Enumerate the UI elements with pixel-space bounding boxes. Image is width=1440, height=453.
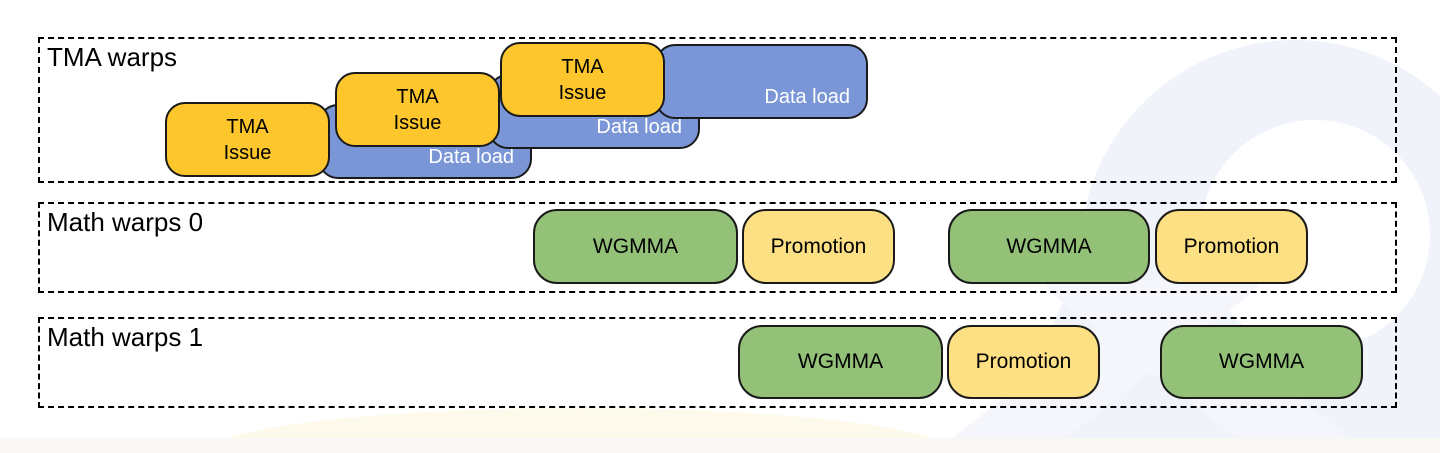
- wgmma-label: WGMMA: [797, 350, 884, 374]
- lane-math-warps-1: Math warps 1: [38, 317, 1397, 408]
- tma-issue-block: TMA Issue: [500, 42, 665, 117]
- lane-math-warps-0: Math warps 0: [38, 202, 1397, 293]
- tma-issue-block: TMA Issue: [165, 102, 330, 177]
- promotion-label: Promotion: [975, 350, 1072, 374]
- lane-label-math-warps-1: Math warps 1: [47, 322, 204, 352]
- wgmma-label: WGMMA: [1006, 234, 1092, 258]
- wgmma-block: WGMMA: [738, 325, 943, 399]
- promotion-label: Promotion: [770, 234, 867, 258]
- wgmma-block: WGMMA: [533, 209, 738, 284]
- data-load-label: Data load: [596, 116, 682, 138]
- promotion-block: Promotion: [742, 209, 895, 284]
- promotion-label: Promotion: [1183, 234, 1280, 258]
- data-load-label: Data load: [428, 146, 514, 168]
- wgmma-label: WGMMA: [1218, 350, 1305, 374]
- promotion-block: Promotion: [947, 325, 1100, 399]
- data-load-label: Data load: [764, 86, 850, 108]
- tma-issue-label: TMA Issue: [223, 115, 272, 164]
- wgmma-label: WGMMA: [592, 234, 679, 258]
- tma-issue-label: TMA Issue: [393, 85, 442, 134]
- promotion-block: Promotion: [1155, 209, 1308, 284]
- lane-tma-warps: TMA warps: [38, 37, 1397, 183]
- tma-issue-block: TMA Issue: [335, 72, 500, 147]
- data-load-block: Data load: [655, 44, 868, 119]
- background-bottom-band: [0, 438, 1440, 453]
- wgmma-block: WGMMA: [948, 209, 1150, 284]
- tma-issue-label: TMA Issue: [558, 55, 607, 104]
- lane-label-tma-warps: TMA warps: [47, 42, 178, 72]
- lane-label-math-warps-0: Math warps 0: [47, 207, 204, 237]
- wgmma-block: WGMMA: [1160, 325, 1363, 399]
